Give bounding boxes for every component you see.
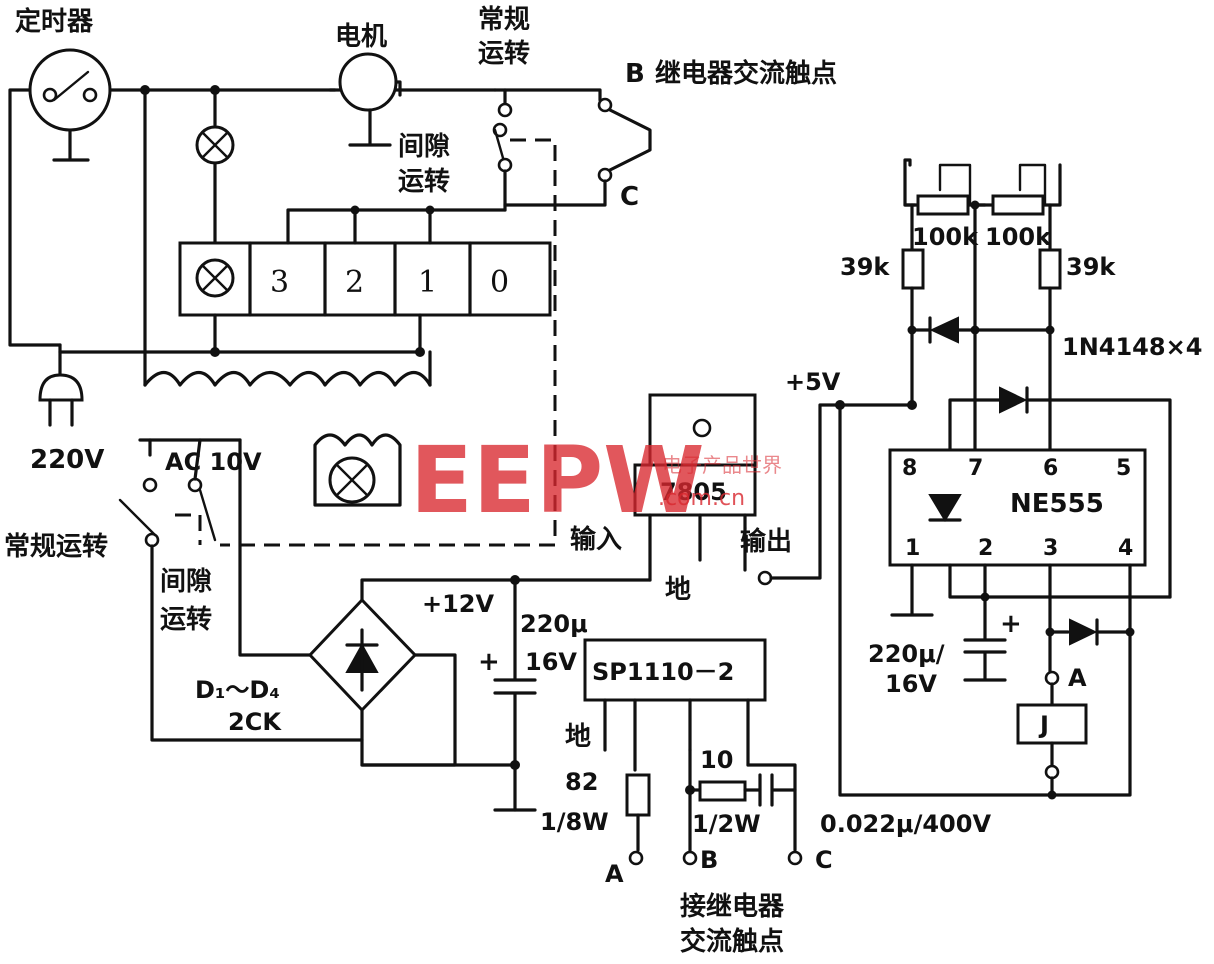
bridge-rectifier: [307, 575, 652, 812]
ic-pin-8: 8: [902, 456, 917, 481]
timer-symbol: [28, 48, 112, 132]
normal-run-left-label: 常规运转: [4, 532, 108, 562]
ic-pin-5: 5: [1116, 456, 1131, 481]
selector-position-3: 3: [270, 265, 289, 300]
watermark-logo: EEPW: [410, 427, 705, 534]
terminal-c: C: [815, 846, 833, 874]
ne555-chip: [888, 448, 1147, 567]
r39b-label: 39k: [1066, 253, 1116, 281]
mains-label: 220V: [30, 445, 104, 475]
r82-value: 82: [565, 768, 598, 796]
intermittent-top-1: 间隙: [398, 132, 450, 162]
bridge-diodes-label: D₁～D₄: [195, 676, 280, 704]
ac10v-label: AC 10V: [165, 448, 262, 476]
r10-power: 1/2W: [692, 810, 761, 838]
diodes-label: 1N4148×4: [1062, 333, 1202, 361]
cap-snubber-label: 0.022μ/400V: [820, 810, 991, 838]
r10-value: 10: [700, 746, 733, 774]
relay-node-a: A: [1068, 664, 1087, 692]
normal-run-top-2: 运转: [478, 39, 530, 69]
watermark-site: .com.cn: [658, 486, 745, 511]
ssr-label: SP1110－2: [592, 658, 734, 686]
relay-note-2: 交流触点: [680, 926, 784, 957]
contact-c-label: C: [620, 182, 639, 212]
reg-out-label: 输出: [740, 526, 792, 557]
plus12v-label: +12V: [422, 590, 495, 618]
normal-run-top-1: 常规: [478, 5, 530, 35]
mode-switch-top: [220, 88, 652, 547]
intermittent-top-2: 运转: [398, 167, 450, 197]
intermittent-bottom-1: 间隙: [160, 567, 212, 597]
terminal-b: B: [700, 846, 718, 874]
cap-timing-plus: +: [1000, 609, 1022, 639]
ic-pin-3: 3: [1043, 536, 1058, 561]
r39a-label: 39k: [840, 253, 890, 281]
timer-label: 定时器: [15, 6, 94, 37]
plus5v-label: +5V: [785, 368, 841, 396]
ic-pin-7: 7: [968, 456, 983, 481]
selector-position-2: 2: [345, 265, 364, 300]
speed-selector-box: [178, 241, 552, 317]
reg-in-label: 输入: [570, 524, 622, 555]
motor-symbol: [338, 52, 398, 112]
watermark-chinese: 电子产品世界: [662, 453, 782, 477]
regulator-7805: [633, 393, 845, 586]
relay-coil-label: J: [1038, 711, 1049, 739]
cap-main-voltage: 16V: [525, 648, 577, 676]
ssr-sp1110: [583, 638, 803, 866]
selector-position-0: 0: [490, 265, 509, 300]
ic-label: NE555: [1010, 489, 1104, 519]
reg-gnd-label: 地: [665, 575, 691, 605]
motor-label: 电机: [335, 22, 387, 52]
pot2-label: 100k: [985, 223, 1052, 251]
intermittent-bottom-2: 运转: [160, 605, 212, 635]
cap-timing-voltage: 16V: [885, 670, 937, 698]
regulator-label: 7805: [660, 478, 727, 506]
relay-note-1: 接继电器: [680, 891, 785, 922]
cap-timing-value: 220μ/: [868, 640, 945, 668]
mains-section: [8, 48, 552, 427]
labels: 定时器 电机 常规 运转 B 继电器交流触点 C 间隙 运转 3 2 1 0 2…: [4, 5, 1202, 957]
ne555-section: [838, 158, 1172, 800]
terminal-a: A: [605, 860, 624, 888]
contact-b-label: B: [625, 59, 645, 89]
selector-position-1: 1: [418, 265, 437, 300]
cap-main-plus: +: [478, 647, 500, 677]
ssr-gnd-label: 地: [565, 722, 591, 752]
cap-main-value: 220μ: [520, 610, 588, 638]
ic-pin-2: 2: [978, 536, 993, 561]
transformer-section: [118, 433, 402, 742]
pot1-label: 100k: [912, 223, 979, 251]
r82-power: 1/8W: [540, 808, 609, 836]
relay-ac-contact-label: 继电器交流触点: [655, 58, 837, 89]
ic-pin-1: 1: [905, 536, 920, 561]
watermark: EEPW .com.cn 电子产品世界: [410, 427, 782, 534]
bridge-type-label: 2CK: [228, 708, 282, 736]
ic-pin-6: 6: [1043, 456, 1058, 481]
ic-pin-4: 4: [1118, 536, 1133, 561]
